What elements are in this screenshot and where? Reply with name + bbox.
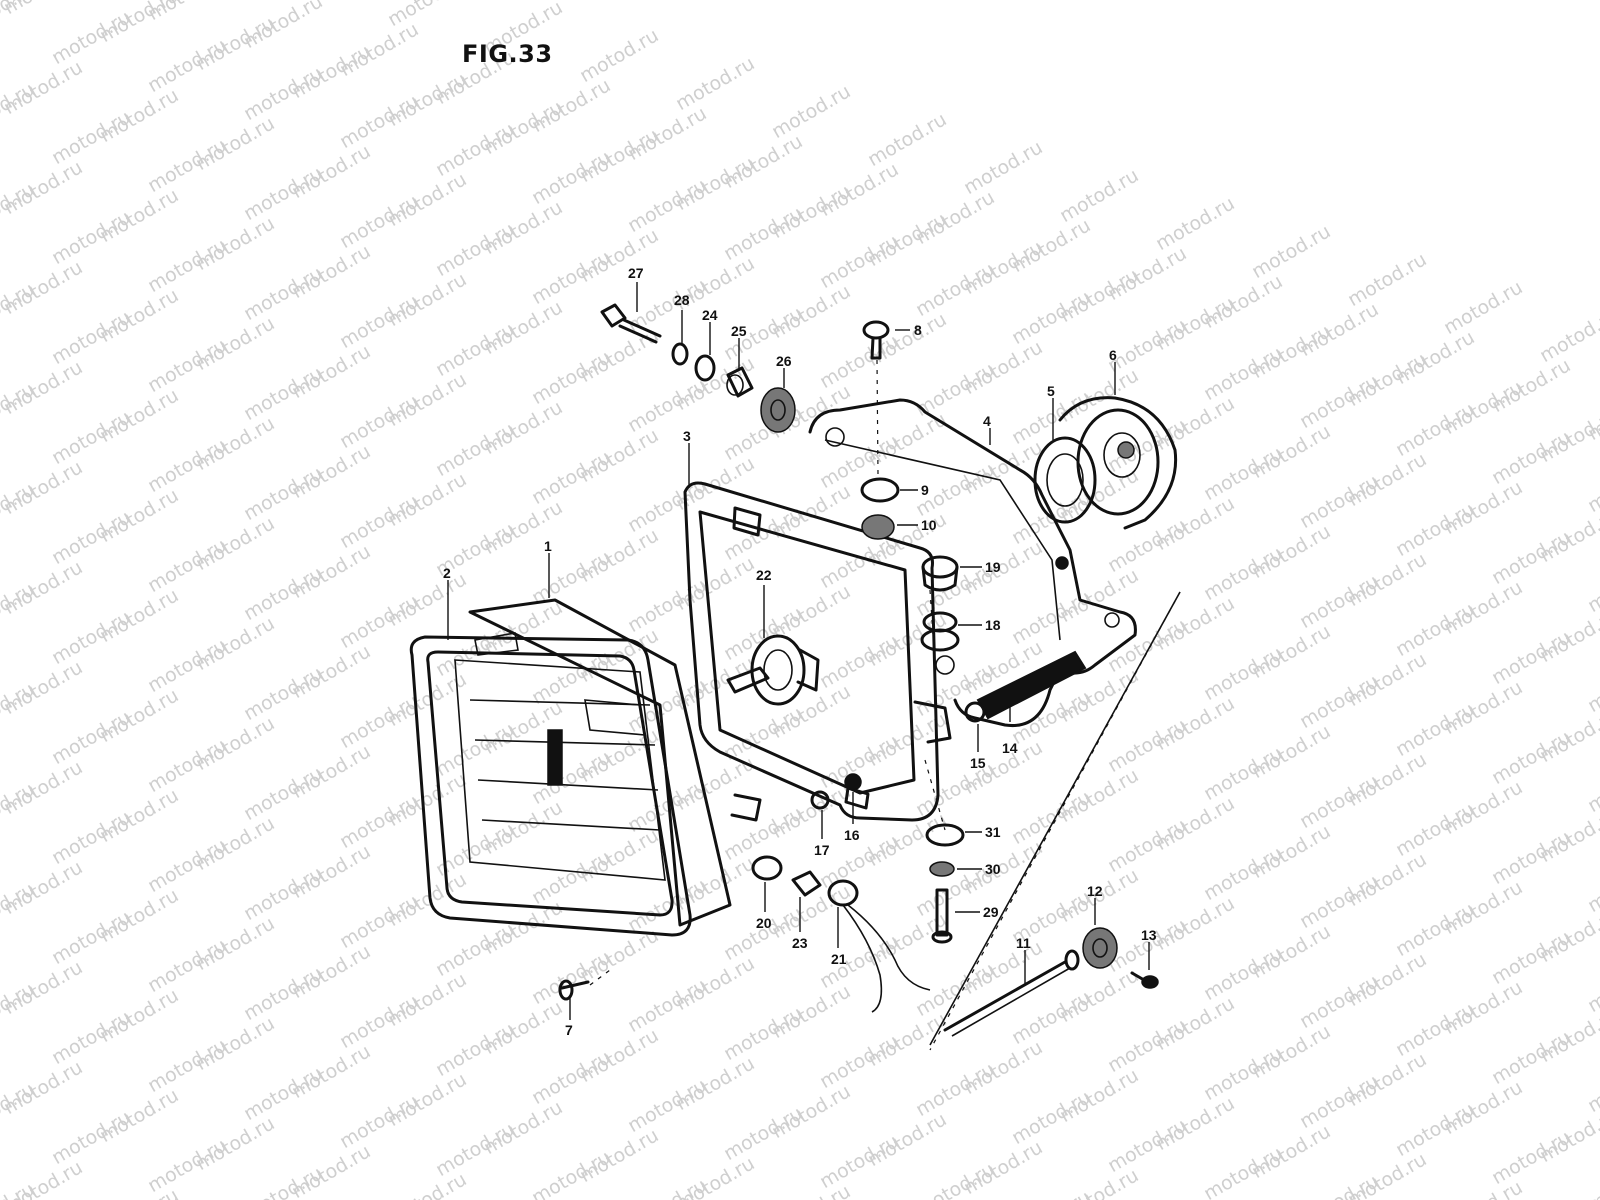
callout-labels: 1 2 3 4 5 6 7 8 9 10 11 12 13 14 15 16 1… <box>443 265 1157 1038</box>
callout-16: 16 <box>844 827 860 843</box>
assembly-lines <box>589 359 1181 1051</box>
headlight-housing-bracket <box>808 398 1137 728</box>
cushion-18 <box>920 611 960 652</box>
callout-12: 12 <box>1087 883 1103 899</box>
socket-with-wires-21 <box>827 879 931 1013</box>
adjusting-screw-11 <box>943 949 1080 1037</box>
screw-8 <box>862 320 890 360</box>
washer-17 <box>810 790 830 810</box>
callout-25: 25 <box>731 323 747 339</box>
callout-6: 6 <box>1109 347 1117 363</box>
callout-15: 15 <box>970 755 986 771</box>
callout-8: 8 <box>914 322 922 338</box>
figure-title: FIG.33 <box>462 40 553 68</box>
callout-30: 30 <box>985 861 1001 877</box>
guide-line <box>929 591 1181 1046</box>
callout-29: 29 <box>983 904 999 920</box>
callout-19: 19 <box>985 559 1001 575</box>
nut-10 <box>861 514 895 540</box>
callout-3: 3 <box>683 428 691 444</box>
cushion-19 <box>921 555 959 592</box>
callout-21: 21 <box>831 951 847 967</box>
bolt-27 <box>600 303 662 344</box>
callout-9: 9 <box>921 482 929 498</box>
washer-31 <box>925 823 965 847</box>
callout-23: 23 <box>792 935 808 951</box>
callout-27: 27 <box>628 265 644 281</box>
callout-1: 1 <box>544 538 552 554</box>
adjusting-knob-12 <box>1082 927 1118 969</box>
headlight-bulb <box>726 634 820 706</box>
lock-washer-28 <box>671 342 689 366</box>
rubber-band-14 <box>976 650 1087 720</box>
callout-2: 2 <box>443 565 451 581</box>
callout-10: 10 <box>921 517 937 533</box>
cushion-26 <box>760 387 796 433</box>
callout-7: 7 <box>565 1022 573 1038</box>
washer-30 <box>929 861 955 877</box>
screw-7 <box>558 979 590 1001</box>
callout-11: 11 <box>1016 935 1031 951</box>
bolt-29 <box>931 888 953 944</box>
callout-17: 17 <box>814 842 830 858</box>
callout-14: 14 <box>1002 740 1018 756</box>
callout-28: 28 <box>674 292 690 308</box>
callout-26: 26 <box>776 353 792 369</box>
headlight-rim <box>409 635 692 937</box>
screw-13 <box>1130 971 1159 989</box>
callout-31: 31 <box>985 824 1001 840</box>
grommet-9 <box>860 477 900 503</box>
nut-16 <box>844 773 862 791</box>
headlight-lens <box>454 598 762 927</box>
callout-leaders <box>447 282 1150 1020</box>
washer-15 <box>964 701 986 723</box>
callout-18: 18 <box>985 617 1001 633</box>
headlight-case <box>683 481 955 822</box>
callout-5: 5 <box>1047 383 1055 399</box>
callout-4: 4 <box>983 413 991 429</box>
socket-and-cover-cap <box>1033 396 1178 530</box>
callout-24: 24 <box>702 307 718 323</box>
callout-13: 13 <box>1141 927 1157 943</box>
grommet-20 <box>751 855 783 881</box>
callout-22: 22 <box>756 567 772 583</box>
collar-25 <box>726 366 754 398</box>
callout-20: 20 <box>756 915 772 931</box>
bulb-23 <box>791 870 822 897</box>
washer-24 <box>694 354 716 382</box>
